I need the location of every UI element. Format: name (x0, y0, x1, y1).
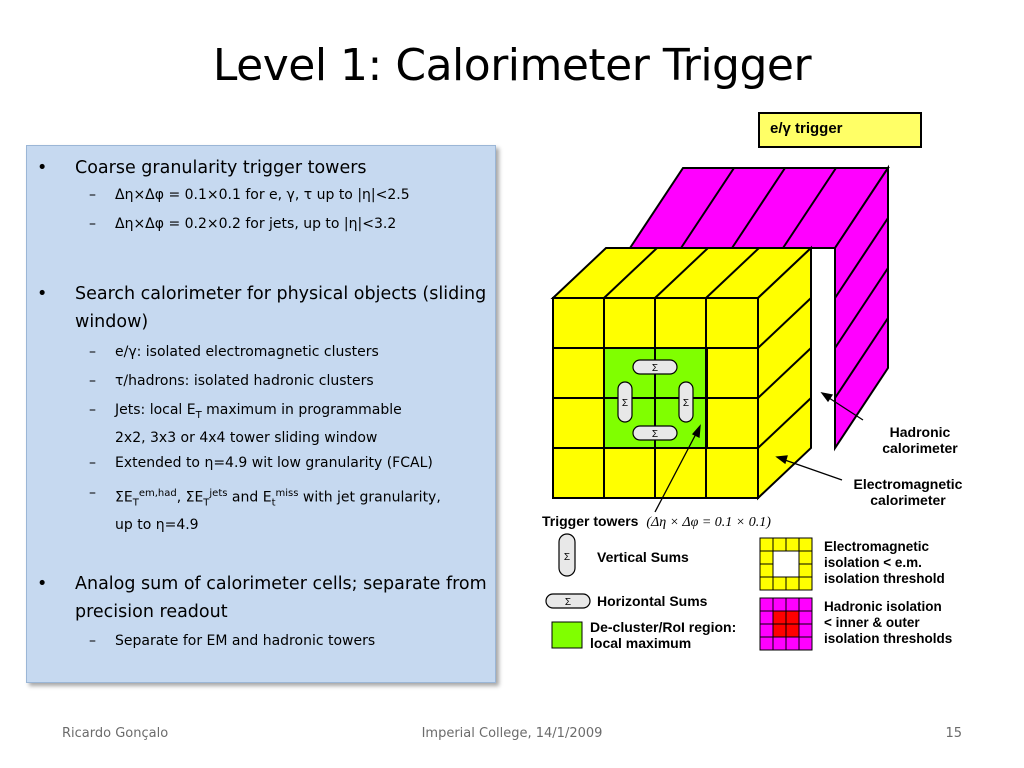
horizontal-sums-label: Horizontal Sums (597, 593, 708, 609)
text-run: with jet granularity, (298, 489, 441, 506)
legend-roi-icon (551, 621, 583, 649)
sigma-glyph: Σ (564, 552, 570, 563)
legend-had-isolation-grid (759, 597, 813, 651)
legend-em-isolation-grid (759, 537, 813, 591)
text-run: up to η=4.9 (115, 517, 199, 534)
sub-bullet-text: e/γ: isolated electromagnetic clusters (115, 344, 379, 360)
label-line: Electromagnetic (853, 476, 963, 492)
text-run: and E (227, 489, 272, 506)
superscript: jets (209, 488, 228, 499)
sub-bullet-text: Δη×Δφ = 0.1×0.1 for e, γ, τ up to |η|<2.… (115, 187, 410, 203)
vertical-sums-label: Vertical Sums (597, 549, 689, 565)
label-text: Trigger towers (542, 513, 639, 529)
legend-vertical-sum-icon (558, 533, 576, 577)
sigma-glyph: Σ (683, 398, 689, 409)
text-run: 2x2, 3x3 or 4x4 tower sliding window (115, 429, 378, 446)
page-number: 15 (945, 726, 962, 741)
label-line: De-cluster/RoI region: (590, 619, 737, 635)
label-line: local maximum (590, 635, 692, 651)
bullet-text: Search calorimeter for physical objects … (75, 284, 487, 332)
label-line: calorimeter (882, 440, 958, 456)
subscript: t (271, 497, 276, 509)
label-line: Electromagnetic (824, 539, 930, 554)
label-line: < inner & outer (824, 615, 920, 630)
sub-bullet-dash: – (89, 216, 96, 232)
hadronic-calorimeter-label: Hadronic calorimeter (860, 424, 980, 456)
label-line: isolation < e.m. (824, 555, 922, 570)
label-line: Hadronic (889, 424, 951, 440)
label-line: Hadronic isolation (824, 599, 942, 614)
calorimeter-svg: Σ Σ Σ Σ Σ Σ (545, 164, 890, 651)
text-run: maximum in programmable (201, 402, 402, 418)
calorimeter-diagram: Σ Σ Σ Σ Σ Σ (530, 162, 1000, 667)
text-run: Jets: local E (115, 402, 196, 418)
legend-horizontal-sum-icon (545, 593, 591, 609)
sub-bullet-dash: – (89, 187, 96, 203)
sub-bullet-text: Jets: local ET maximum in programmable 2x… (115, 399, 487, 450)
superscript: miss (275, 488, 299, 499)
sub-bullet-text: Separate for EM and hadronic towers (115, 633, 376, 649)
sigma-glyph: Σ (622, 398, 628, 409)
bullet-text: Coarse granularity trigger towers (75, 158, 367, 178)
bullet-dot: • (37, 284, 48, 304)
trigger-towers-label: Trigger towers (Δη × Δφ = 0.1 × 0.1) (542, 513, 842, 531)
sub-bullet-text: Extended to η=4.9 wit low granularity (F… (115, 455, 433, 471)
label-line: calorimeter (870, 492, 946, 508)
em-isolation-label: Electromagnetic isolation < e.m. isolati… (824, 539, 974, 587)
footer-author: Ricardo Gonçalo (62, 726, 169, 741)
sub-bullet-dash: – (89, 373, 96, 389)
label-formula: (Δη × Δφ = 0.1 × 0.1) (646, 515, 771, 530)
hadronic-calorimeter-layer (628, 164, 890, 452)
sub-bullet-dash: – (89, 402, 96, 418)
text-run: ΣE (115, 489, 133, 506)
electromagnetic-calorimeter-layer (550, 245, 814, 501)
pointer-arrows (654, 392, 864, 513)
slide-title: Level 1: Calorimeter Trigger (212, 40, 812, 91)
superscript: em,had (138, 488, 177, 499)
subscript: T (132, 497, 139, 509)
subscript: T (195, 409, 202, 421)
subscript: T (203, 497, 210, 509)
had-isolation-label: Hadronic isolation < inner & outer isola… (824, 599, 974, 647)
sub-bullet-dash: – (89, 455, 96, 471)
bullet-text: Analog sum of calorimeter cells; separat… (75, 574, 487, 622)
sum-capsules (617, 359, 694, 441)
sub-bullet-dash: – (89, 485, 96, 501)
electromagnetic-calorimeter-label: Electromagnetic calorimeter (838, 476, 978, 508)
bullet-box: • Coarse granularity trigger towers – Δη… (26, 145, 496, 683)
label-line: isolation threshold (824, 571, 945, 586)
sigma-glyph: Σ (652, 363, 658, 374)
sub-bullet-text: τ/hadrons: isolated hadronic clusters (115, 373, 374, 389)
sigma-glyph: Σ (652, 429, 658, 440)
footer-venue: Imperial College, 14/1/2009 (421, 726, 603, 741)
label-line: isolation thresholds (824, 631, 953, 646)
sigma-glyph: Σ (565, 597, 571, 608)
text-run: , ΣE (176, 489, 204, 506)
sub-bullet-dash: – (89, 344, 96, 360)
sub-bullet-dash: – (89, 633, 96, 649)
bullet-dot: • (37, 158, 48, 178)
decluster-label: De-cluster/RoI region: local maximum (590, 619, 760, 651)
sub-bullet-text: Δη×Δφ = 0.2×0.2 for jets, up to |η|<3.2 (115, 216, 397, 232)
trigger-tag: e/γ trigger (758, 112, 922, 148)
sub-bullet-text: ΣETem,had, ΣETjets and Etmiss with jet g… (115, 482, 487, 537)
bullet-dot: • (37, 574, 48, 594)
